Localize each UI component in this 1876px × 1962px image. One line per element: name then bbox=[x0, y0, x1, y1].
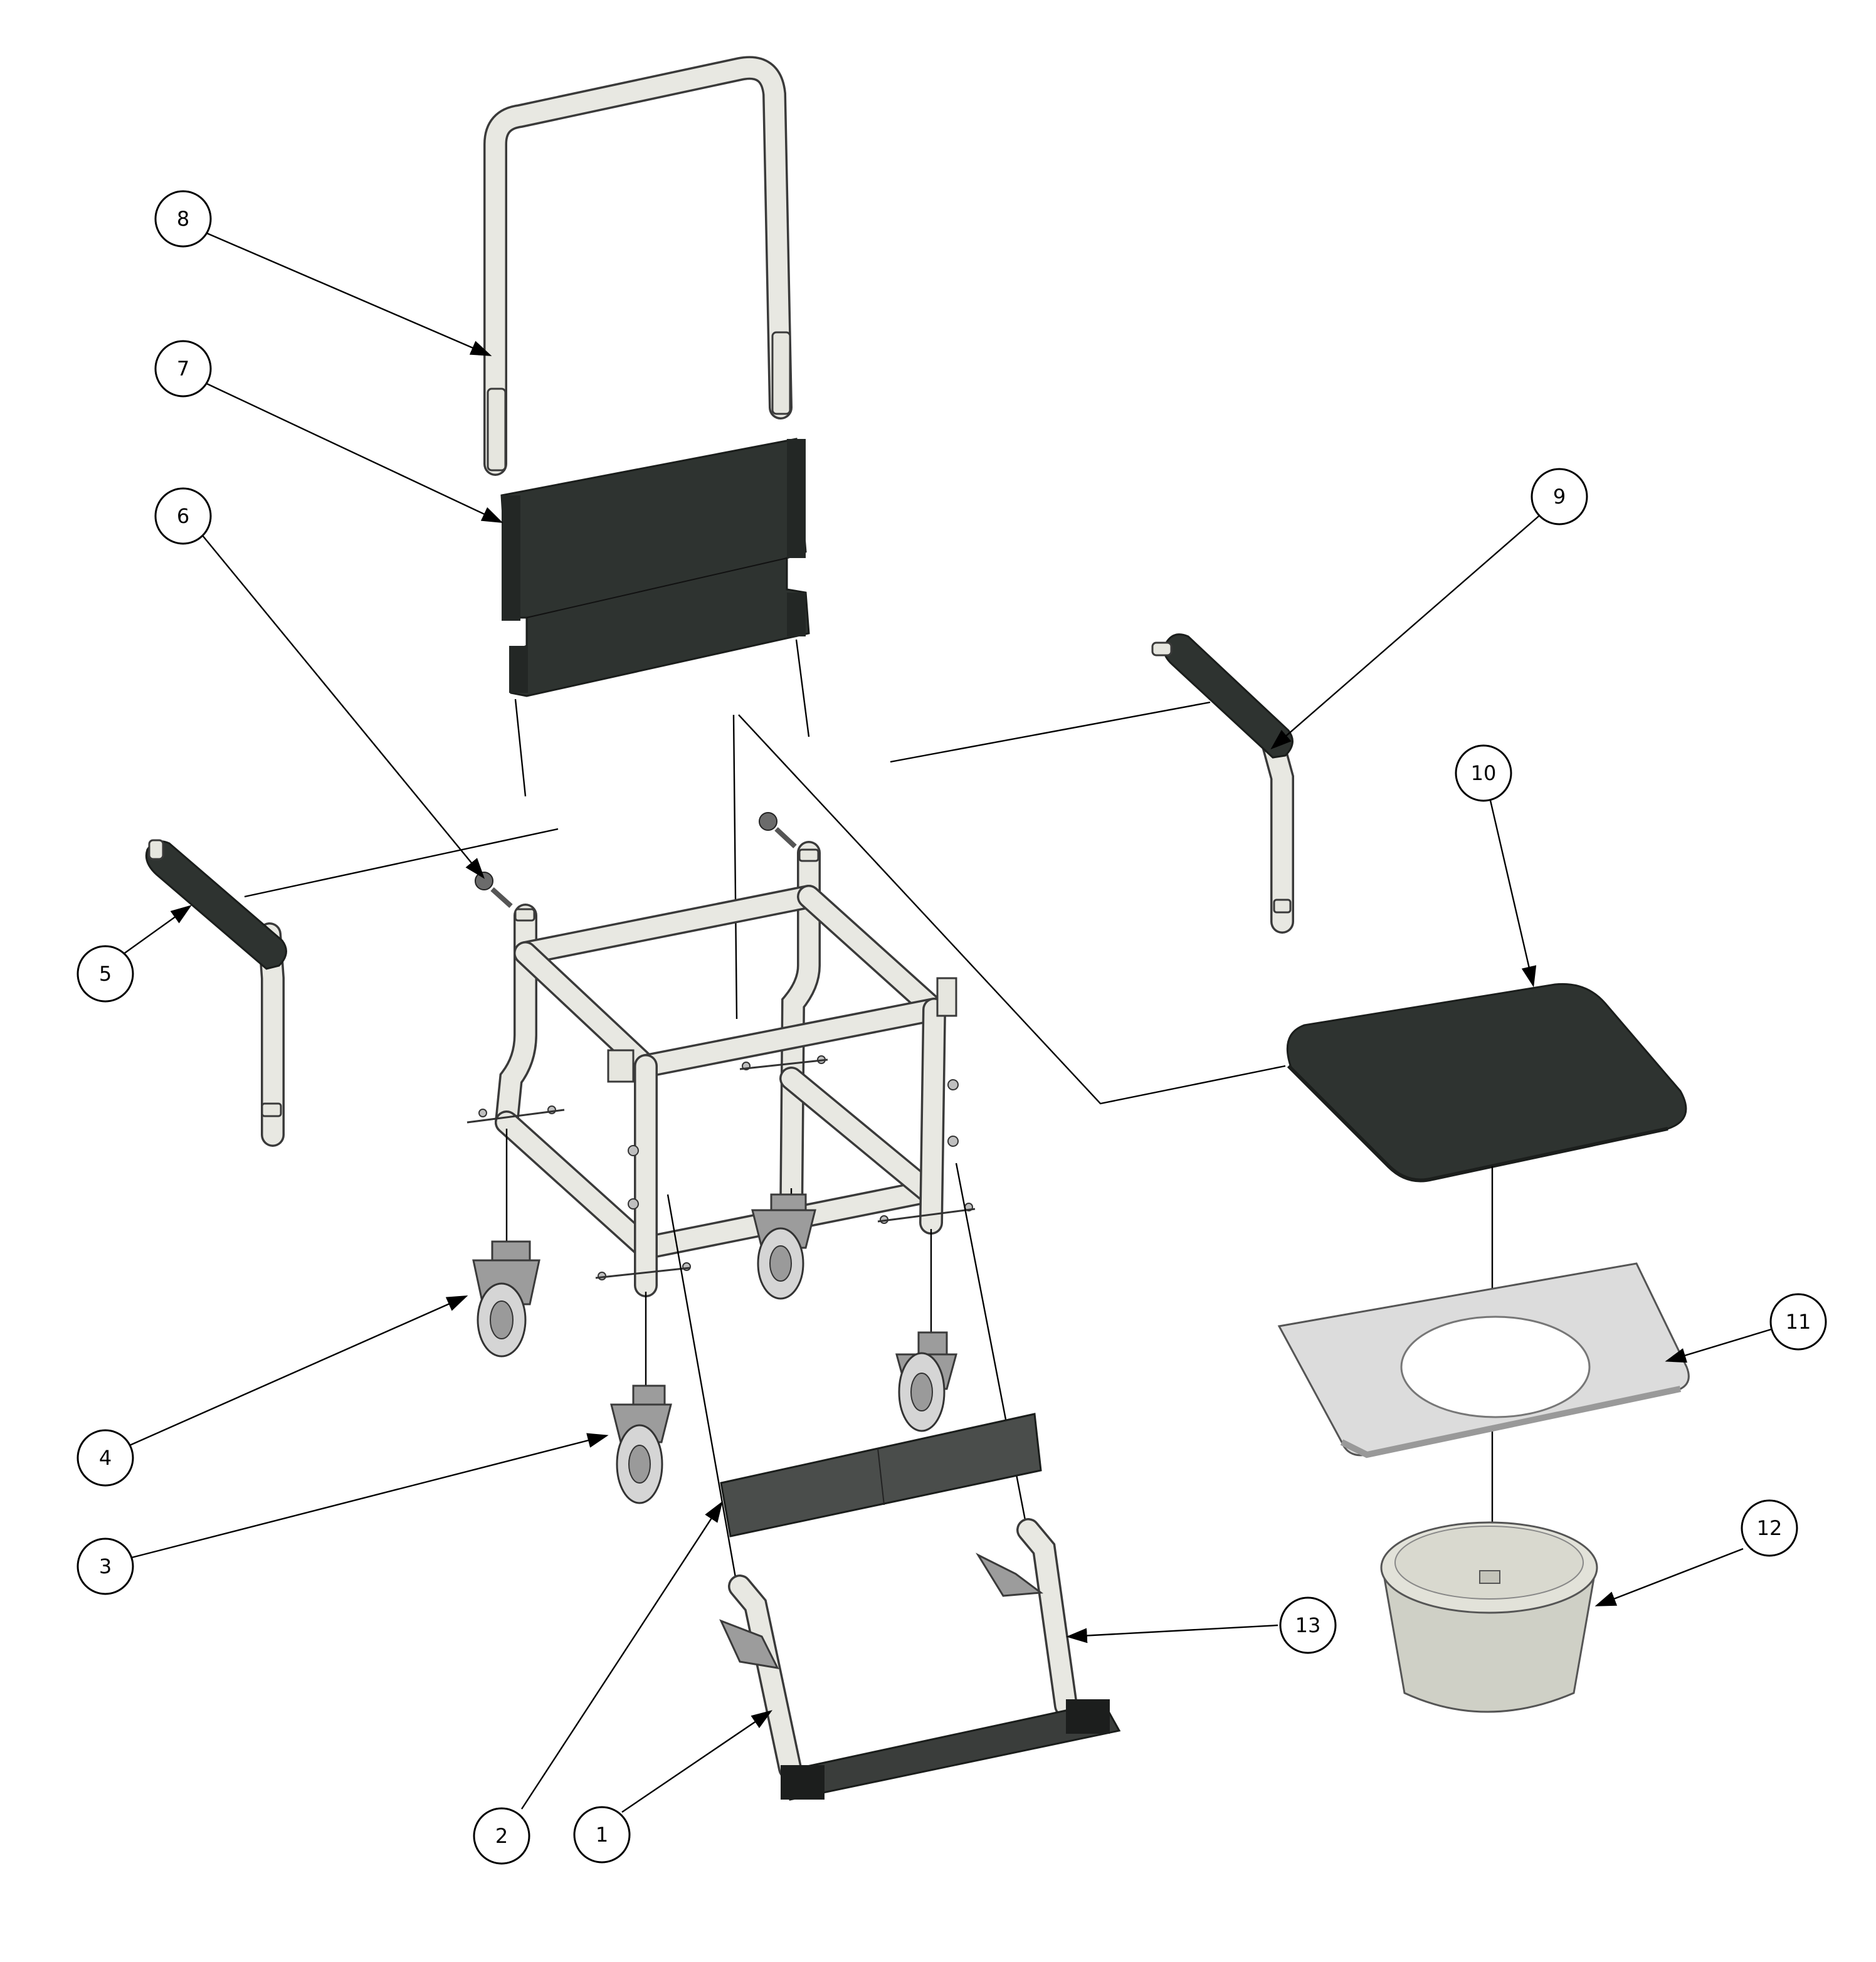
part-4-rear-castor bbox=[472, 1129, 540, 1358]
callout-3: 3 bbox=[76, 1537, 134, 1595]
part-3-front-castor bbox=[610, 1292, 672, 1504]
leader-13 bbox=[1066, 1624, 1278, 1643]
alignment-line-footrest-left bbox=[667, 1194, 741, 1603]
svg-text:1: 1 bbox=[596, 1823, 608, 1847]
callout-12: 12 bbox=[1741, 1499, 1798, 1557]
leader-9 bbox=[1270, 512, 1543, 750]
alignment-line-seat bbox=[732, 714, 1286, 1105]
alignment-line-armrest-right bbox=[890, 701, 1211, 763]
callout-5: 5 bbox=[76, 945, 134, 1003]
part-2-calf-strap bbox=[720, 1413, 1042, 1537]
alignment-line-back-right bbox=[795, 639, 810, 737]
svg-text:13: 13 bbox=[1295, 1613, 1321, 1637]
svg-text:9: 9 bbox=[1553, 485, 1566, 509]
chassis-frame bbox=[466, 841, 976, 1297]
leader-8 bbox=[206, 232, 492, 356]
part-10-seat-cushion bbox=[1286, 983, 1687, 1183]
leader-12 bbox=[1594, 1548, 1744, 1606]
part-4-rear-castor-right bbox=[751, 1188, 816, 1300]
part-3-front-castor-right bbox=[895, 1229, 957, 1432]
footplate bbox=[781, 1699, 1121, 1801]
svg-text:6: 6 bbox=[177, 504, 189, 528]
callout-9: 9 bbox=[1531, 468, 1588, 525]
svg-text:10: 10 bbox=[1471, 761, 1497, 785]
svg-text:7: 7 bbox=[177, 357, 189, 381]
svg-text:2: 2 bbox=[495, 1824, 508, 1848]
part-5-left-armrest bbox=[145, 839, 287, 1147]
callout-1: 1 bbox=[573, 1806, 631, 1864]
svg-text:3: 3 bbox=[99, 1554, 112, 1578]
alignment-line-armrest-left bbox=[244, 828, 559, 898]
leader-10 bbox=[1488, 794, 1537, 988]
part-6-adjustment-knob bbox=[475, 812, 797, 908]
svg-text:8: 8 bbox=[177, 207, 189, 231]
leader-4 bbox=[125, 1295, 468, 1448]
callout-8: 8 bbox=[154, 190, 212, 248]
part-9-right-armrest bbox=[1151, 633, 1294, 934]
leader-11 bbox=[1665, 1328, 1772, 1363]
svg-text:12: 12 bbox=[1757, 1516, 1783, 1540]
alignment-line-back-left bbox=[514, 699, 527, 797]
part-13-footrest-hanger bbox=[975, 1518, 1078, 1717]
leader-6 bbox=[199, 531, 485, 879]
leader-5 bbox=[122, 905, 192, 955]
leader-7 bbox=[206, 382, 503, 524]
callout-2: 2 bbox=[473, 1807, 530, 1865]
callout-10: 10 bbox=[1455, 744, 1512, 802]
callout-6: 6 bbox=[154, 487, 212, 545]
leader-3 bbox=[129, 1433, 609, 1559]
part-8-backrest-frame bbox=[483, 56, 793, 476]
leader-lines bbox=[122, 232, 1772, 1813]
svg-text:5: 5 bbox=[99, 962, 112, 986]
part-12-bucket bbox=[1380, 1521, 1598, 1713]
callout-4: 4 bbox=[76, 1429, 134, 1487]
svg-text:4: 4 bbox=[99, 1446, 112, 1470]
part-7-back-upholstery bbox=[500, 438, 810, 697]
callout-11: 11 bbox=[1769, 1293, 1827, 1351]
callout-13: 13 bbox=[1279, 1596, 1337, 1654]
svg-text:11: 11 bbox=[1786, 1310, 1811, 1334]
leader-1 bbox=[621, 1710, 772, 1813]
part-11-commode-plate bbox=[1277, 1262, 1690, 1458]
callout-7: 7 bbox=[154, 340, 212, 398]
part-1-footrest-hanger-left bbox=[719, 1574, 802, 1780]
leader-2 bbox=[520, 1501, 723, 1810]
